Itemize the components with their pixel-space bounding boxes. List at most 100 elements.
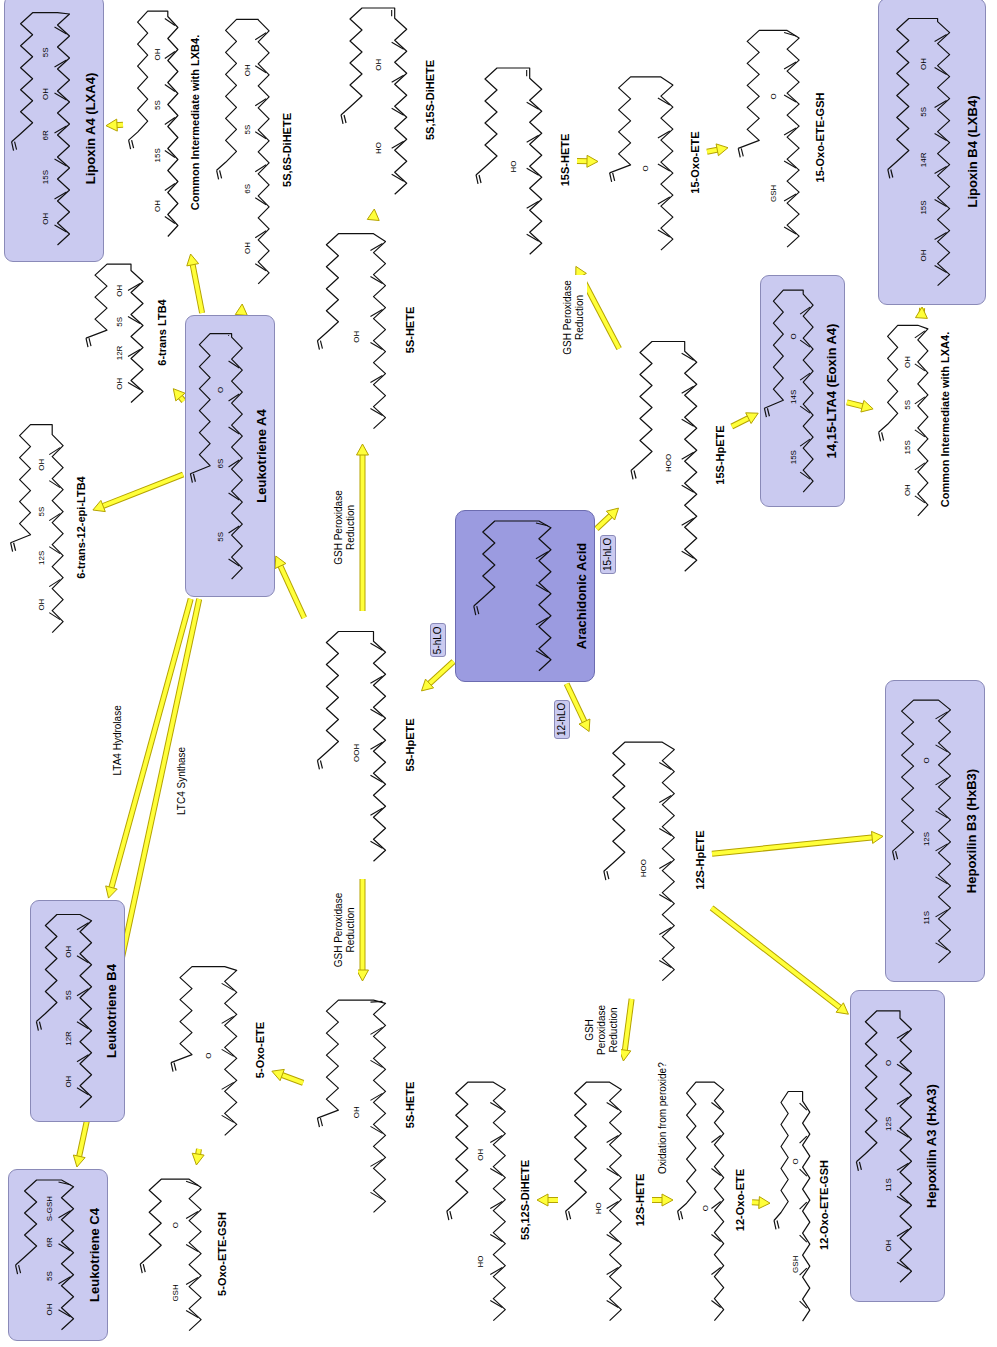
- double-bond: [536, 618, 548, 625]
- reaction-arrow: [597, 508, 619, 529]
- double-bond: [370, 643, 382, 650]
- carbon-chain: [317, 234, 385, 429]
- double-bond: [55, 192, 67, 199]
- double-bond: [392, 75, 404, 82]
- compound-name: 6-trans-12-epi-LTB4: [75, 408, 88, 647]
- double-bond: [165, 150, 175, 157]
- skeletal-structure: [186, 314, 253, 596]
- carbonyl-bond: [320, 760, 322, 768]
- arrow-head: [187, 254, 199, 266]
- carbonyl-bond: [859, 1162, 861, 1170]
- carbonyl-bond: [220, 170, 222, 178]
- carbonyl-bond: [140, 1264, 142, 1273]
- substituent-label: OH: [884, 1239, 893, 1253]
- arrow-head: [275, 556, 286, 569]
- compound-name: 5-Oxo-ETE-GSH: [216, 1167, 229, 1341]
- double-bond: [165, 84, 175, 91]
- reaction-arrow: [577, 155, 598, 167]
- double-bond: [255, 198, 266, 205]
- substituent-label: OH: [64, 1075, 73, 1089]
- double-bond: [370, 1060, 382, 1067]
- compound-name: Hepoxilin A3 (HxA3): [924, 991, 939, 1301]
- skeletal-structure: [330, 0, 423, 207]
- carbon-chain: [171, 967, 237, 1136]
- carbonyl-bond: [681, 1211, 683, 1219]
- double-bond: [659, 862, 671, 869]
- arrow-outline: [428, 662, 453, 685]
- carbon-chain: [447, 1082, 506, 1320]
- double-bond: [936, 712, 948, 719]
- double-bond: [370, 709, 382, 716]
- enzyme-label: 12-hLO: [554, 700, 570, 739]
- substituent-label: HO: [509, 159, 518, 173]
- double-bond: [222, 1049, 234, 1056]
- step-label: LTC4 Synthase: [175, 745, 189, 817]
- compound-name: 12-Oxo-ETE: [734, 1063, 747, 1337]
- substituent-label: HO: [594, 1201, 603, 1215]
- substituent-label: 5S: [45, 1270, 54, 1282]
- double-bond: [229, 427, 240, 434]
- double-bond: [55, 225, 67, 232]
- double-bond: [800, 1136, 807, 1143]
- compound: 5S,12S-DiHETEHOOH: [440, 1063, 535, 1337]
- substituent-label: 15S: [919, 199, 928, 215]
- double-bond: [682, 551, 694, 558]
- double-bond: [55, 27, 67, 34]
- double-bond: [222, 1082, 234, 1089]
- double-bond: [370, 310, 382, 317]
- carbonyl-bond: [320, 341, 322, 349]
- double-bond: [222, 1115, 234, 1122]
- double-bond: [935, 233, 947, 240]
- substituent-label: OH: [374, 58, 383, 72]
- arrow-shaft: [732, 417, 750, 426]
- double-bond: [255, 264, 266, 271]
- carbon-chain: [129, 11, 178, 236]
- double-bond: [49, 613, 60, 620]
- carbonyl-bond: [193, 474, 195, 482]
- double-bond: [59, 1277, 71, 1284]
- step-label: GSH Peroxidase Reduction: [583, 991, 621, 1069]
- compound-name: 5S,6S-DiHETE: [281, 0, 294, 302]
- double-bond: [255, 66, 266, 73]
- carbonyl-bond: [882, 432, 884, 440]
- arrow-head: [606, 508, 618, 520]
- substituent-label: OH: [352, 330, 361, 344]
- carbonyl-bond: [477, 606, 479, 614]
- compound-name: Leukotriene C4: [87, 1170, 102, 1340]
- carbon-chain: [893, 700, 951, 963]
- double-bond: [897, 1262, 909, 1269]
- double-bond: [936, 745, 948, 752]
- double-bond: [370, 1001, 382, 1003]
- reaction-arrow: [916, 307, 928, 318]
- carbonyl-bond: [631, 470, 633, 479]
- carbon-chain: [217, 19, 270, 284]
- substituent-label: GSH: [171, 1283, 180, 1302]
- double-bond: [800, 1202, 807, 1209]
- double-bond: [915, 496, 925, 503]
- substituent-label: OH: [476, 1148, 485, 1162]
- double-bond: [915, 463, 925, 470]
- double-bond: [682, 452, 694, 459]
- double-bond: [784, 161, 796, 168]
- compound-name: Lipoxin B4 (LXB4): [965, 0, 980, 304]
- double-bond: [370, 409, 382, 416]
- substituent-label: OH: [153, 199, 162, 213]
- enzyme-label: 5-hLO: [430, 623, 446, 657]
- arrow-head: [173, 389, 185, 401]
- arrow-shaft: [428, 662, 453, 685]
- double-bond: [658, 230, 670, 237]
- substituent-label: O: [791, 1157, 800, 1165]
- substituent-label: 5S: [41, 46, 50, 58]
- double-bond: [935, 101, 947, 108]
- double-bond: [370, 841, 382, 848]
- arrow-head: [192, 1153, 204, 1165]
- carbon-chain: [317, 1000, 385, 1212]
- substituent-label: 6S: [216, 458, 225, 470]
- carbonyl-bond: [39, 1022, 41, 1030]
- compound-name: 5S-HETE: [404, 983, 417, 1227]
- double-bond: [490, 1103, 502, 1110]
- double-bond: [222, 983, 234, 990]
- carbonyl-bond: [16, 1265, 18, 1274]
- carbonyl-bond: [190, 474, 192, 483]
